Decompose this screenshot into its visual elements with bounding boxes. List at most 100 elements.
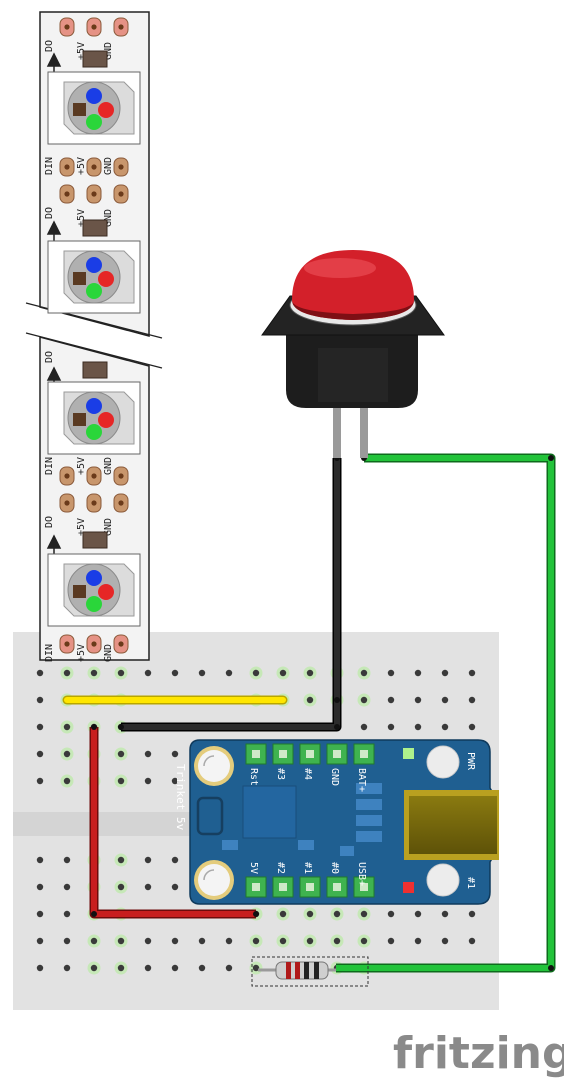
strip-break-line — [25, 332, 163, 369]
breadboard-hole — [414, 696, 422, 704]
breadboard-hole — [252, 937, 260, 945]
breadboard-hole — [387, 696, 395, 704]
breadboard-hole — [414, 669, 422, 677]
breadboard-hole — [171, 669, 179, 677]
breadboard-hole — [441, 669, 449, 677]
breadboard-hole — [306, 696, 314, 704]
breadboard-hole — [414, 910, 422, 918]
breadboard-hole — [171, 937, 179, 945]
din-label: DIN — [44, 157, 55, 175]
breadboard-hole — [144, 964, 152, 972]
breadboard-hole — [468, 696, 476, 704]
breadboard-hole — [387, 910, 395, 918]
breadboard-hole — [441, 937, 449, 945]
power-led — [403, 748, 414, 759]
breadboard-hole — [171, 777, 179, 785]
breadboard-hole — [36, 723, 44, 731]
breadboard-hole — [441, 696, 449, 704]
do-label: DO — [44, 207, 55, 219]
breadboard-hole — [36, 696, 44, 704]
breadboard-hole — [306, 910, 314, 918]
breadboard-hole — [387, 937, 395, 945]
breadboard-hole — [36, 750, 44, 758]
plus5v-label: +5V — [76, 518, 87, 536]
mount-hole — [194, 860, 234, 900]
gnd-label: GND — [103, 209, 114, 227]
gnd-label: GND — [103, 644, 114, 662]
breadboard-hole — [387, 723, 395, 731]
breadboard-hole — [468, 723, 476, 731]
microcontroller-chip — [242, 785, 297, 839]
breadboard-hole — [90, 964, 98, 972]
plus5v-label: +5V — [76, 209, 87, 227]
breadboard-hole — [90, 669, 98, 677]
plus5v-label: +5V — [76, 157, 87, 175]
pin-label-top: BAT+ — [356, 768, 367, 792]
breadboard-hole — [441, 723, 449, 731]
breadboard-hole — [171, 964, 179, 972]
breadboard-hole — [198, 964, 206, 972]
pin-label-top: GND — [329, 768, 340, 786]
breadboard-hole — [333, 937, 341, 945]
breadboard-hole — [36, 856, 44, 864]
breadboard-hole — [117, 856, 125, 864]
breadboard-hole — [144, 937, 152, 945]
pin-label-bottom: USB+ — [356, 862, 367, 886]
breadboard-hole — [468, 669, 476, 677]
data-direction-arrow-icon — [46, 220, 62, 252]
breadboard-hole — [360, 937, 368, 945]
breadboard-hole — [306, 669, 314, 677]
breadboard-hole — [333, 910, 341, 918]
strip-resistor — [82, 50, 108, 68]
breadboard-hole — [117, 777, 125, 785]
breadboard-hole — [171, 750, 179, 758]
mount-hole — [194, 746, 234, 786]
breadboard-hole — [63, 964, 71, 972]
breadboard-hole — [144, 777, 152, 785]
plus5v-label: +5V — [76, 644, 87, 662]
pin-label-bottom: #0 — [329, 862, 340, 874]
pin-label-bottom: 5V — [248, 862, 259, 874]
breadboard-hole — [414, 937, 422, 945]
resistor[interactable] — [251, 956, 369, 987]
pwr-label: PWR — [465, 752, 476, 771]
pin1-led — [403, 882, 414, 893]
breadboard-hole — [144, 856, 152, 864]
push-button[interactable] — [261, 250, 445, 458]
gnd-label: GND — [103, 42, 114, 60]
breadboard-hole — [63, 669, 71, 677]
pin-label-bottom: #1 — [302, 862, 313, 874]
breadboard-hole — [117, 964, 125, 972]
breadboard-hole — [36, 777, 44, 785]
rgb-led-icon — [47, 381, 141, 455]
breadboard-hole — [252, 669, 260, 677]
breadboard-hole — [387, 669, 395, 677]
breadboard-hole — [225, 669, 233, 677]
rgb-led-icon — [47, 71, 141, 145]
breadboard-hole — [117, 669, 125, 677]
breadboard-hole — [279, 910, 287, 918]
breadboard-hole — [171, 856, 179, 864]
pin-label-top: #4 — [302, 768, 313, 780]
plus5v-label: +5V — [76, 457, 87, 475]
strip-resistor — [82, 361, 108, 379]
board-name-label: Trinket 5v — [174, 764, 187, 831]
plus5v-label: +5V — [76, 42, 87, 60]
button-leg — [333, 400, 341, 458]
breadboard-hole — [63, 937, 71, 945]
breadboard-hole — [225, 937, 233, 945]
breadboard-hole — [36, 964, 44, 972]
breadboard-hole — [63, 777, 71, 785]
breadboard-hole — [360, 696, 368, 704]
breadboard-hole — [36, 910, 44, 918]
breadboard-hole — [90, 937, 98, 945]
breadboard-hole — [63, 723, 71, 731]
breadboard-hole — [306, 937, 314, 945]
breadboard-hole — [468, 910, 476, 918]
breadboard-hole — [198, 669, 206, 677]
din-label: DIN — [44, 457, 55, 475]
breadboard-hole — [36, 669, 44, 677]
